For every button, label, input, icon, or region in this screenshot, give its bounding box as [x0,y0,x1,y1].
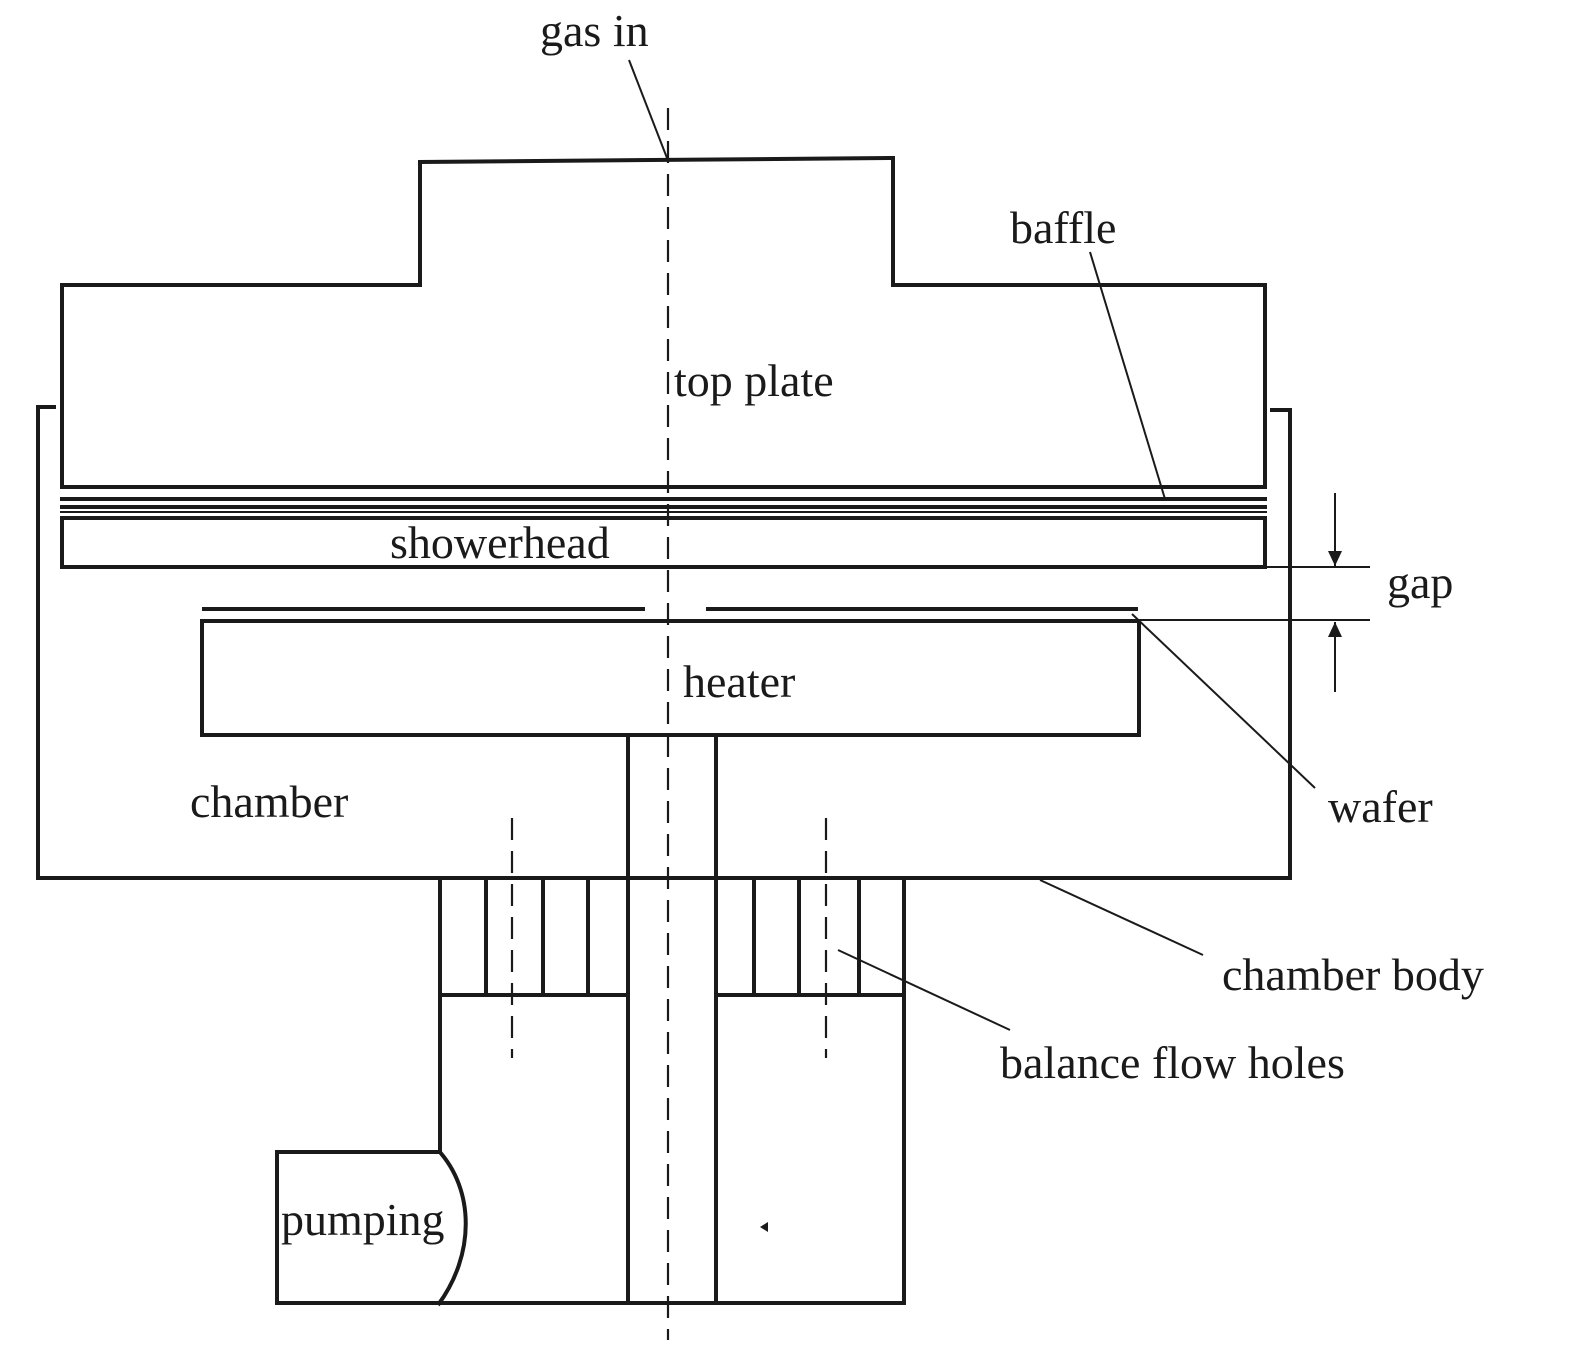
baffle-leader [1089,251,1166,500]
baffle-label: baffle [1010,202,1116,253]
balance-flow-holes-leader [837,949,1011,1031]
pumping-label: pumping [281,1194,445,1245]
showerhead-label: showerhead [390,517,610,568]
lower-housing-right [440,878,906,1305]
chamber-body-outline [36,405,1292,880]
gap-dimension [1065,493,1370,692]
heater-shaft [626,735,718,1303]
gas-in-label: gas in [540,5,649,56]
baffle [60,497,1267,513]
showerhead [60,516,1267,569]
chamber-body-label: chamber body [1222,949,1484,1000]
wafer-leader [1131,613,1316,789]
gas-in-leader [628,59,668,159]
chamber-label: chamber [190,776,348,827]
top-plate [60,155,1267,489]
heater [200,619,1141,737]
pumping-port-curve [436,1148,468,1307]
heater-label: heater [683,656,795,707]
balance-flow-holes [484,878,861,995]
pumping-port [275,1150,440,1305]
chamber-body-leader [1039,879,1204,956]
gap-label: gap [1387,557,1453,608]
small-mark-icon [760,1222,768,1232]
balance-flow-holes-label: balance flow holes [1000,1037,1345,1088]
wafer-label: wafer [1328,781,1433,832]
top-plate-label: top plate [674,355,834,406]
